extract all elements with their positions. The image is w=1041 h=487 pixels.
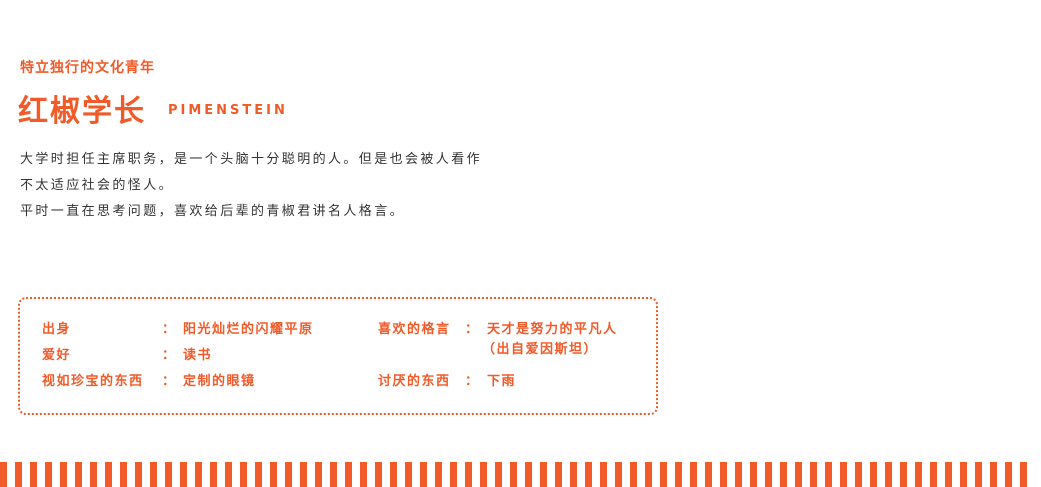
quote-source: （出自爱因斯坦）	[482, 342, 599, 357]
hobby-colon: ：	[162, 348, 177, 363]
stripe-bar	[75, 462, 82, 487]
dislike-value: 下雨	[487, 374, 517, 389]
stripe-bar	[240, 462, 247, 487]
stripe-bar	[735, 462, 742, 487]
stripe-bar	[840, 462, 847, 487]
stripe-bar	[795, 462, 802, 487]
stripe-bar	[555, 462, 562, 487]
character-description: 大学时担任主席职务，是一个头脑十分聪明的人。但是也会被人看作 不太适应社会的怪人…	[20, 147, 580, 225]
stripe-bar	[480, 462, 487, 487]
stripe-bar	[45, 462, 52, 487]
stripe-bar	[315, 462, 322, 487]
stripe-bar	[750, 462, 757, 487]
stripe-bar	[765, 462, 772, 487]
origin-colon: ：	[162, 322, 177, 337]
stripe-bar	[525, 462, 532, 487]
stripe-bar	[1005, 462, 1012, 487]
treasure-colon: ：	[162, 374, 177, 389]
hobby-value: 读书	[183, 348, 213, 363]
stripe-bar	[90, 462, 97, 487]
profile-tagline: 特立独行的文化青年	[20, 60, 155, 76]
stripe-bar	[930, 462, 937, 487]
name-row: 红椒学长 PIMENSTEIN	[18, 86, 288, 130]
stripe-bar	[135, 462, 142, 487]
stripe-bar	[30, 462, 37, 487]
stripe-bar	[450, 462, 457, 487]
stripe-bar	[810, 462, 817, 487]
stripe-bar	[660, 462, 667, 487]
stripe-bar	[540, 462, 547, 487]
stripe-bar	[0, 462, 7, 487]
stripe-bar	[225, 462, 232, 487]
origin-value: 阳光灿烂的闪耀平原	[183, 322, 314, 337]
stripe-bar	[1020, 462, 1027, 487]
stripe-bar	[885, 462, 892, 487]
stripe-bar	[870, 462, 877, 487]
description-line: 平时一直在思考问题，喜欢给后辈的青椒君讲名人格言。	[20, 204, 406, 219]
stripe-bar	[630, 462, 637, 487]
description-line: 不太适应社会的怪人。	[20, 178, 175, 193]
stripe-bar	[615, 462, 622, 487]
stripe-bar	[720, 462, 727, 487]
stripe-bar	[360, 462, 367, 487]
stripe-bar	[855, 462, 862, 487]
stripe-bar	[150, 462, 157, 487]
stripe-bar	[495, 462, 502, 487]
stripe-bar	[60, 462, 67, 487]
stripe-bar	[570, 462, 577, 487]
stripe-bar	[390, 462, 397, 487]
stripe-bar	[465, 462, 472, 487]
stripe-bar	[705, 462, 712, 487]
stripe-bar	[510, 462, 517, 487]
info-box: 出身 ： 阳光灿烂的闪耀平原 爱好 ： 读书 视如珍宝的东西 ： 定制的眼镜 喜…	[18, 297, 658, 415]
stripe-bar	[405, 462, 412, 487]
description-line: 大学时担任主席职务，是一个头脑十分聪明的人。但是也会被人看作	[20, 152, 483, 167]
stripe-bar	[600, 462, 607, 487]
stripe-bar	[645, 462, 652, 487]
stripe-bar	[420, 462, 427, 487]
stripe-bar	[900, 462, 907, 487]
character-name: 红椒学长	[18, 94, 146, 129]
treasure-label: 视如珍宝的东西	[42, 374, 144, 389]
stripe-bar	[270, 462, 277, 487]
stripe-bar	[990, 462, 997, 487]
stripe-bar	[300, 462, 307, 487]
stripe-bar	[690, 462, 697, 487]
dislike-colon: ：	[465, 374, 480, 389]
stripe-bar	[960, 462, 967, 487]
stripe-bar	[375, 462, 382, 487]
stripe-bar	[585, 462, 592, 487]
stripe-bar	[915, 462, 922, 487]
stripe-bar	[285, 462, 292, 487]
stripe-bar	[165, 462, 172, 487]
stripe-bar	[120, 462, 127, 487]
stripe-bar	[780, 462, 787, 487]
treasure-value: 定制的眼镜	[183, 374, 256, 389]
stripe-bar	[180, 462, 187, 487]
decorative-stripe-border	[0, 462, 1041, 487]
stripe-bar	[15, 462, 22, 487]
stripe-bar	[825, 462, 832, 487]
stripe-bar	[330, 462, 337, 487]
stripe-bar	[105, 462, 112, 487]
origin-label: 出身	[42, 322, 72, 337]
stripe-bar	[945, 462, 952, 487]
stripe-bar	[210, 462, 217, 487]
quote-value: 天才是努力的平凡人	[487, 322, 618, 337]
hobby-label: 爱好	[42, 348, 72, 363]
stripe-bar	[675, 462, 682, 487]
stripe-bar	[345, 462, 352, 487]
stripe-bar	[975, 462, 982, 487]
quote-colon: ：	[465, 322, 480, 337]
stripe-bar	[255, 462, 262, 487]
dislike-label: 讨厌的东西	[378, 374, 451, 389]
quote-label: 喜欢的格言	[378, 322, 451, 337]
stripe-bar	[435, 462, 442, 487]
stripe-bar	[195, 462, 202, 487]
character-name-english: PIMENSTEIN	[168, 102, 288, 118]
